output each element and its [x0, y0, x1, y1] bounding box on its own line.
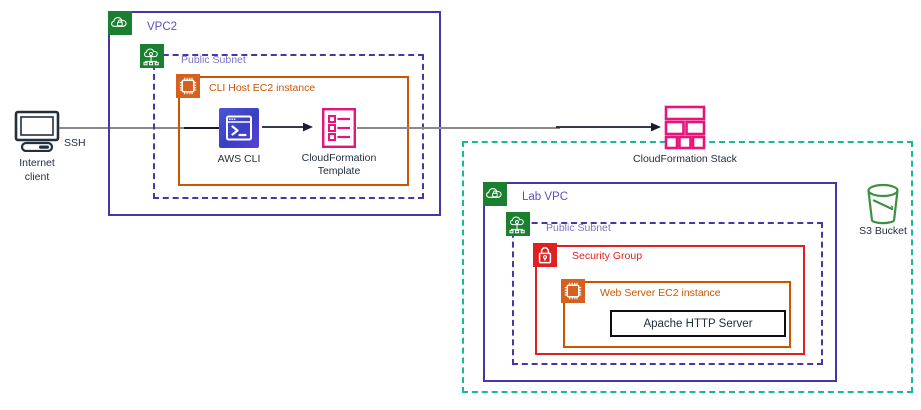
cloudformation-template-label-line1: CloudFormation: [301, 152, 377, 164]
cloudformation-stack-label: CloudFormation Stack: [633, 153, 737, 165]
vpc2-label: VPC2: [147, 21, 178, 33]
vpc2-public-subnet-label: Public Subnet: [181, 54, 246, 66]
security-group-lock-icon: [533, 243, 557, 267]
cloudformation-template-icon: [322, 108, 357, 153]
vpc2-boundary: [108, 11, 441, 216]
lab-vpc-label: Lab VPC: [522, 191, 569, 203]
s3-bucket-label: S3 Bucket: [859, 225, 907, 237]
s3-bucket-icon: [861, 182, 905, 233]
ec2-chip-icon: [561, 279, 585, 303]
cli-host-ec2-label: CLI Host EC2 instance: [209, 82, 316, 94]
cloudformation-template-label-line2: Template: [317, 165, 361, 177]
internet-client-label-line1: Internet: [19, 157, 55, 169]
internet-client-label-line2: client: [24, 170, 50, 183]
public-subnet-icon: [506, 212, 530, 236]
public-subnet-icon: [140, 44, 164, 68]
security-group-label: Security Group: [572, 250, 643, 262]
cloudformation-template-label: CloudFormation Template: [294, 152, 384, 178]
web-server-ec2-boundary: [563, 281, 791, 348]
vpc-cloud-lock-icon: [108, 11, 132, 35]
internet-client-label: Internet client: [0, 158, 74, 182]
desktop-monitor-icon: [14, 110, 60, 157]
ssh-connector-line-gray: [59, 127, 185, 129]
ec2-chip-icon: [176, 74, 200, 98]
apache-http-server-box: Apache HTTP Server: [610, 310, 786, 337]
aws-cli-label: AWS CLI: [217, 153, 261, 165]
template-to-stack-arrow: [556, 120, 662, 139]
web-server-ec2-label: Web Server EC2 instance: [600, 287, 721, 299]
template-to-stack-line-gray: [357, 127, 560, 129]
vpc-cloud-lock-icon: [483, 182, 507, 206]
ssh-link-label: SSH: [64, 137, 86, 149]
vpc2-public-subnet-boundary: [153, 54, 424, 199]
cli-host-ec2-boundary: [178, 76, 409, 186]
lab-public-subnet-boundary: [512, 222, 823, 365]
lab-vpc-boundary: [483, 182, 837, 382]
cli-to-template-arrow: [262, 120, 314, 139]
lab-public-subnet-label: Public Subnet: [546, 222, 611, 234]
ssh-connector-line-dark: [184, 127, 219, 129]
aws-cli-terminal-icon: [219, 108, 259, 153]
cloudformation-stack-icon: [662, 105, 708, 158]
security-group-boundary: [535, 245, 805, 355]
